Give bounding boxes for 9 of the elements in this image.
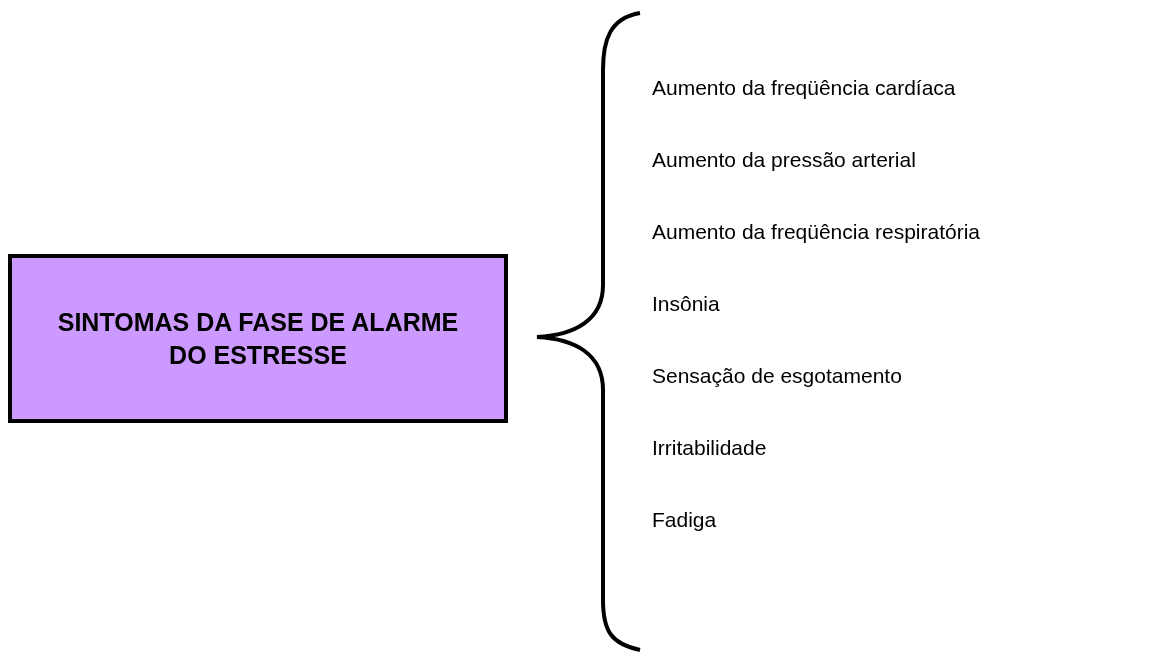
title-box [8, 254, 508, 423]
symptom-text: Insônia [652, 291, 720, 317]
symptom-text: Irritabilidade [652, 435, 767, 461]
symptom-text: Fadiga [652, 507, 717, 533]
box-title: SINTOMAS DA FASE DE ALARME DO ESTRESSE [56, 307, 460, 371]
symptom-text: Aumento da pressão arterial [652, 147, 916, 173]
symptom-text: Sensação de esgotamento [652, 363, 902, 389]
symptom-text: Aumento da freqüência respiratória [652, 219, 981, 245]
symptom-text: Aumento da freqüência cardíaca [652, 75, 956, 101]
